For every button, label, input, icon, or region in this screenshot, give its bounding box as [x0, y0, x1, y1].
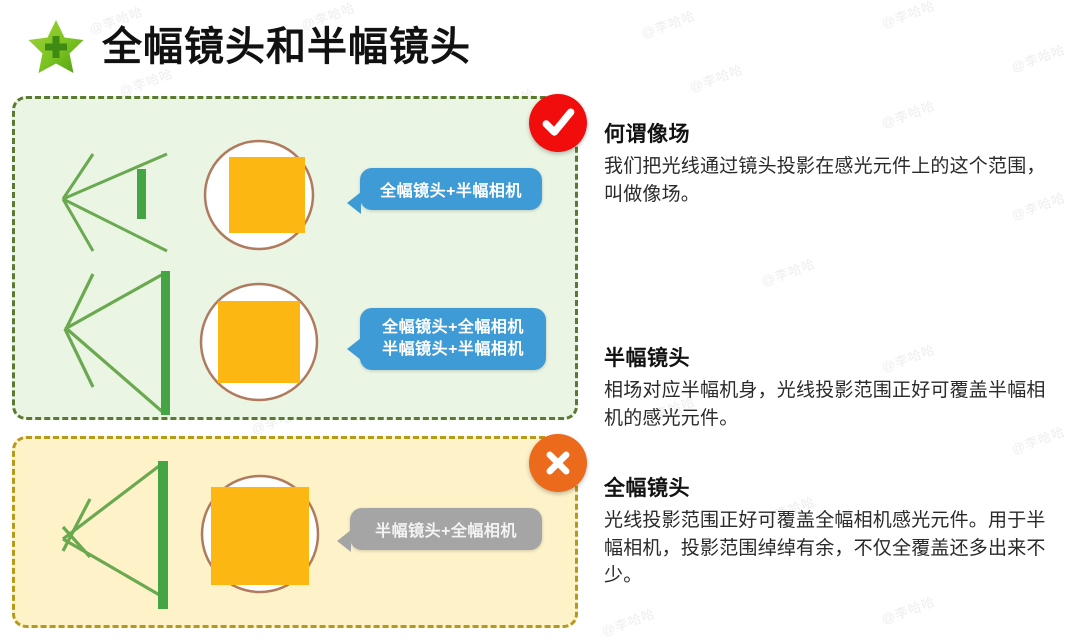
- cross-icon: [546, 451, 570, 475]
- status-badge-correct: [529, 94, 587, 152]
- callout-full-lens-crop-body: 全幅镜头+半幅相机: [347, 168, 542, 214]
- section-image-circle: 何谓像场 我们把光线通过镜头投影在感光元件上的这个范围，叫做像场。: [604, 118, 1064, 208]
- page-title: 全幅镜头和半幅镜头: [102, 25, 471, 69]
- watermark-text: @李哈哈: [687, 61, 746, 96]
- check-icon: [542, 108, 575, 136]
- section-heading: 何谓像场: [604, 123, 690, 146]
- ray-lower-row1: [62, 197, 168, 253]
- status-badge-incorrect: [529, 434, 587, 492]
- watermark-text: @李哈哈: [639, 7, 698, 42]
- callout-label: 半幅镜头+全幅相机: [375, 523, 517, 540]
- ray-lower-row2: [65, 327, 167, 416]
- callout-label-line1: 全幅镜头+全幅相机: [382, 319, 524, 337]
- ray-cross-b-row3: [61, 525, 92, 559]
- watermark-text: @李哈哈: [599, 605, 658, 640]
- row-2-image-circle: [199, 282, 319, 402]
- diagram-correct: [61, 139, 319, 416]
- ray-lower-row3: [62, 537, 164, 599]
- callout-label: 全幅镜头+半幅相机: [380, 183, 522, 200]
- row-3-image-circle: [200, 474, 320, 594]
- sensor-square-row1: [229, 157, 305, 233]
- diagram-incorrect: [61, 461, 320, 609]
- ray-cross-b-row1: [61, 198, 95, 252]
- row-2-optics: [63, 271, 170, 416]
- ray-upper-row1: [62, 152, 168, 201]
- watermark-text: @李哈哈: [879, 0, 938, 32]
- ray-upper-row3: [62, 461, 164, 541]
- page-header: 全幅镜头和半幅镜头: [26, 14, 471, 80]
- row-1-image-circle: [203, 139, 315, 251]
- watermark-text: @李哈哈: [879, 593, 938, 628]
- ray-upper-row2: [64, 271, 166, 331]
- sensor-bar-row1: [137, 169, 146, 219]
- section-body: 光线投影范围正好可覆盖全幅相机感光元件。用于半幅相机，投影范围绰绰有余，不仅全覆…: [604, 510, 1046, 587]
- sensor-square-row2: [218, 301, 300, 383]
- sensor-bar-row3: [158, 461, 168, 609]
- row-3-optics: [61, 461, 168, 609]
- sensor-bar-row2: [161, 271, 170, 415]
- section-crop-lens: 半幅镜头 相场对应半幅机身，光线投影范围正好可覆盖半幅相机的感光元件。: [604, 342, 1064, 432]
- ray-cross-a-row2: [63, 273, 95, 332]
- panel-correct-cases: [12, 96, 578, 420]
- watermark-text: @李哈哈: [1009, 41, 1068, 76]
- section-body: 我们把光线通过镜头投影在感光元件上的这个范围，叫做像场。: [604, 156, 1046, 205]
- callout-matched-combinations: 全幅镜头+全幅相机 半幅镜头+半幅相机: [347, 308, 546, 370]
- ray-cross-a-row1: [61, 153, 95, 200]
- watermark-text: @李哈哈: [759, 255, 818, 290]
- section-heading: 全幅镜头: [604, 477, 690, 500]
- section-body: 相场对应半幅机身，光线投影范围正好可覆盖半幅相机的感光元件。: [604, 380, 1046, 429]
- section-full-frame-lens: 全幅镜头 光线投影范围正好可覆盖全幅相机感光元件。用于半幅相机，投影范围绰绰有余…: [604, 472, 1064, 590]
- callout-label-line2: 半幅镜头+半幅相机: [382, 341, 524, 358]
- ray-cross-a-row3: [61, 498, 92, 552]
- ray-cross-b-row2: [63, 328, 95, 388]
- row-1-optics: [61, 152, 168, 253]
- sensor-square-row3: [211, 487, 309, 585]
- section-heading: 半幅镜头: [604, 347, 690, 370]
- callout-crop-lens-full-body: 半幅镜头+全幅相机: [337, 508, 542, 552]
- star-plus-icon: [28, 20, 84, 73]
